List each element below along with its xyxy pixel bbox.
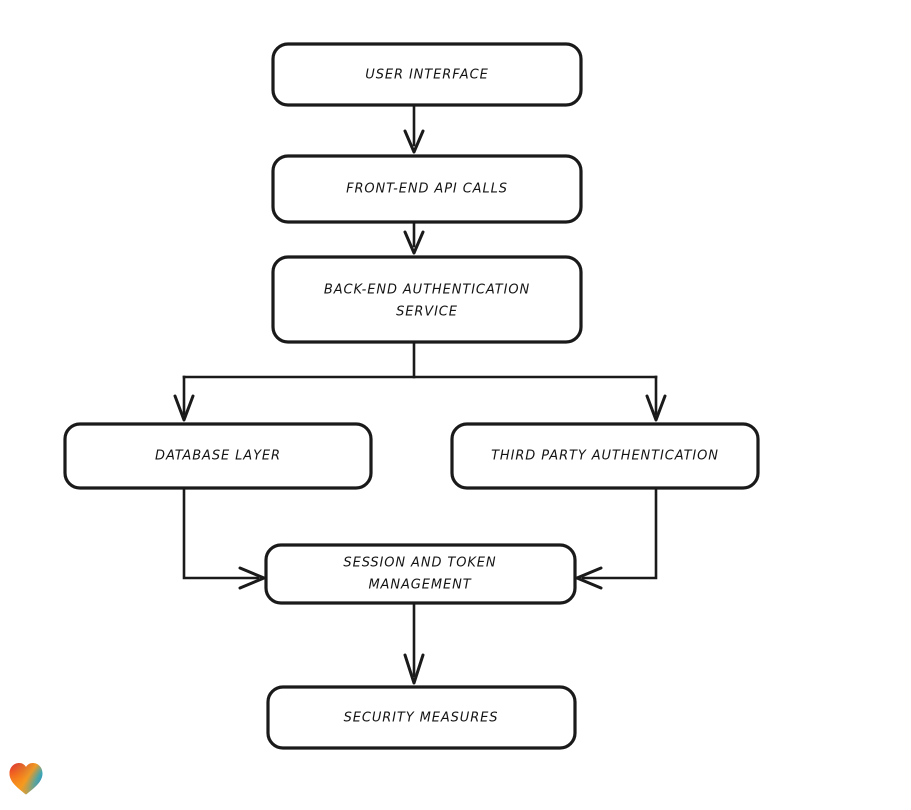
node-third-party-auth-box[interactable]: [450, 422, 760, 490]
node-session-token-mgmt-label-line1: SESSION AND TOKEN: [343, 556, 496, 571]
arrowhead-down: [173, 394, 195, 422]
node-user-interface-label: USER INTERFACE: [365, 68, 488, 83]
node-database-layer-box[interactable]: [63, 422, 373, 490]
node-front-end-api-calls[interactable]: FRONT-END API CALLS: [271, 154, 583, 224]
node-third-party-auth-label: THIRD PARTY AUTHENTICATION: [491, 449, 719, 464]
arrowhead-down: [403, 129, 425, 154]
arrowhead-left: [575, 566, 603, 590]
node-database-layer[interactable]: DATABASE LAYER: [63, 422, 373, 490]
edge-back-end-auth-service-branch: [173, 340, 667, 422]
node-session-token-mgmt-box[interactable]: [264, 543, 577, 605]
edge-session-token-mgmt-to-security-measures: [403, 601, 425, 685]
node-database-layer-label: DATABASE LAYER: [155, 449, 281, 464]
node-security-measures[interactable]: SECURITY MEASURES: [266, 685, 577, 750]
node-back-end-auth-service-box[interactable]: [271, 255, 583, 344]
node-back-end-auth-service[interactable]: BACK-END AUTHENTICATION SERVICE: [271, 255, 583, 344]
arrowhead-down: [403, 653, 425, 685]
node-user-interface-box[interactable]: [271, 42, 583, 107]
node-back-end-auth-service-label-line2: SERVICE: [396, 305, 458, 320]
edge-front-end-api-calls-to-back-end-auth-service: [403, 220, 425, 255]
node-front-end-api-calls-box[interactable]: [271, 154, 583, 224]
arrowhead-down: [645, 394, 667, 422]
node-front-end-api-calls-label: FRONT-END API CALLS: [346, 182, 508, 197]
node-session-token-mgmt-label-line2: MANAGEMENT: [368, 578, 471, 593]
node-session-token-mgmt[interactable]: SESSION AND TOKEN MANAGEMENT: [264, 543, 577, 605]
arrowhead-right: [238, 566, 266, 590]
edge-third-party-auth-to-session-token-mgmt: [575, 486, 658, 590]
heart-icon: [9, 763, 43, 795]
edge-database-layer-to-session-token-mgmt: [182, 486, 266, 590]
node-security-measures-label: SECURITY MEASURES: [344, 711, 499, 726]
node-third-party-auth[interactable]: THIRD PARTY AUTHENTICATION: [450, 422, 760, 490]
edge-user-interface-to-front-end-api-calls: [403, 103, 425, 154]
node-security-measures-box[interactable]: [266, 685, 577, 750]
node-back-end-auth-service-label-line1: BACK-END AUTHENTICATION: [324, 283, 530, 298]
node-user-interface[interactable]: USER INTERFACE: [271, 42, 583, 107]
arrowhead-down: [403, 230, 425, 255]
